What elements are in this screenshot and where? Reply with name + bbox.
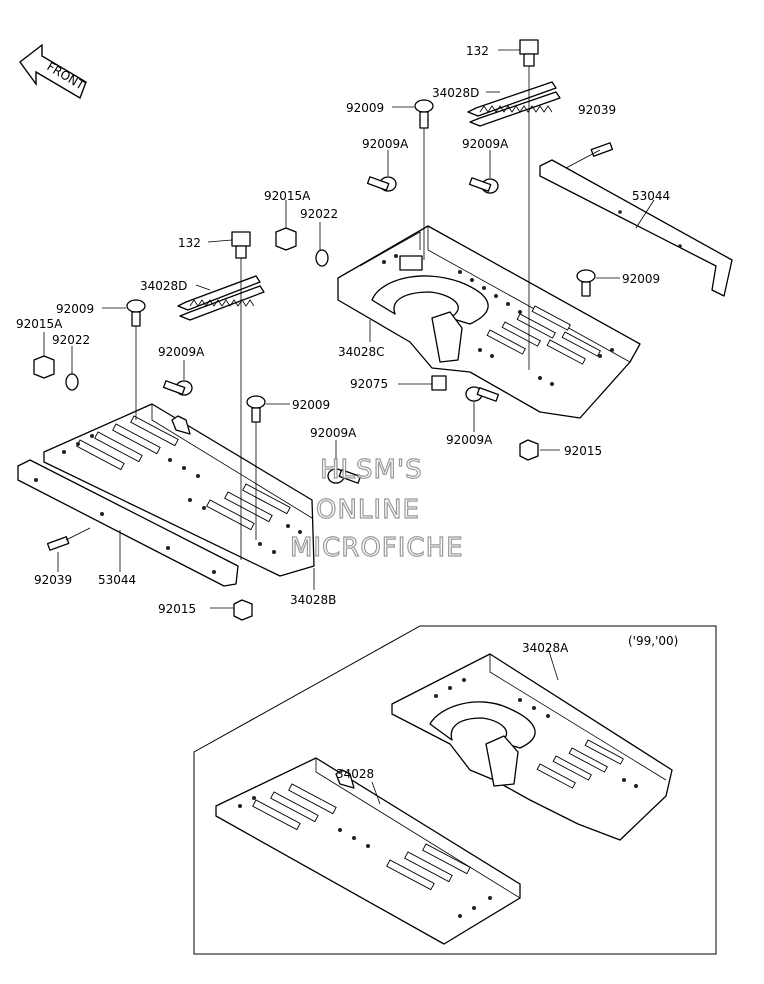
bar-53044-bottom xyxy=(17,459,239,587)
platform-c-holes xyxy=(382,254,614,386)
platform-c-slots xyxy=(486,305,601,365)
floor-board-34028c xyxy=(337,225,641,419)
floor-board-34028a xyxy=(391,653,673,841)
leader-lines xyxy=(43,49,655,805)
bolt-132-mid xyxy=(231,231,251,560)
front-arrow-icon: FRONT xyxy=(19,43,87,100)
watermark: HLSM'S ONLINE MICROFICHE xyxy=(289,454,464,563)
label-34028d-mid: 34028D xyxy=(140,279,187,293)
platform-b-slots xyxy=(76,415,291,531)
label-92009-left: 92009 xyxy=(56,302,94,316)
label-92009a-mid: 92009A xyxy=(158,345,205,359)
label-34028b: 34028B xyxy=(290,593,336,607)
label-34028c: 34028C xyxy=(338,345,385,359)
washer-92022-left xyxy=(65,373,79,391)
floor-board-34028 xyxy=(215,757,521,945)
label-92075: 92075 xyxy=(350,377,388,391)
bolt-92009a-center xyxy=(327,468,362,484)
bolt-92009-center xyxy=(246,395,266,540)
part-labels: 132 34028D 92009 92039 92009A 92009A 530… xyxy=(16,44,678,781)
label-92009a-right-low: 92009A xyxy=(446,433,493,447)
label-92022-left: 92022 xyxy=(52,333,90,347)
platform-holes xyxy=(238,796,492,918)
pin-92039-bottom xyxy=(46,527,91,551)
bolt-92009a-right-low xyxy=(465,386,500,402)
label-92015-bottom: 92015 xyxy=(158,602,196,616)
label-34028: 34028 xyxy=(336,767,374,781)
label-92039-bottom: 92039 xyxy=(34,573,72,587)
label-132-top: 132 xyxy=(466,44,489,58)
platform-b-holes xyxy=(62,434,302,554)
pin-92039-top xyxy=(565,142,614,169)
label-92039-top: 92039 xyxy=(578,103,616,117)
label-34028d-top: 34028D xyxy=(432,86,479,100)
label-92009a-top-left: 92009A xyxy=(362,137,409,151)
watermark-line3: MICROFICHE xyxy=(290,533,464,563)
platform-a-holes xyxy=(434,678,638,788)
label-92022-mid: 92022 xyxy=(300,207,338,221)
label-92009a-center: 92009A xyxy=(310,426,357,440)
bracket-34028d-top xyxy=(467,81,561,127)
bracket-34028d-mid xyxy=(177,275,265,321)
label-92015a-left: 92015A xyxy=(16,317,63,331)
inset-years: ('99,'00) xyxy=(628,634,678,648)
nut-92015-bottom xyxy=(233,599,253,621)
label-34028a: 34028A xyxy=(522,641,569,655)
label-132-mid: 132 xyxy=(178,236,201,250)
label-92009-center: 92009 xyxy=(292,398,330,412)
label-92009-right: 92009 xyxy=(622,272,660,286)
label-92009-top: 92009 xyxy=(346,101,384,115)
bolt-92009-top xyxy=(414,99,434,260)
inset-box xyxy=(193,625,717,955)
label-92015a-mid: 92015A xyxy=(264,189,311,203)
watermark-line2: ONLINE xyxy=(316,495,420,525)
bolt-92009a-top-left xyxy=(366,176,397,192)
collar-92075 xyxy=(431,375,447,391)
bolt-92009a-mid xyxy=(162,380,193,396)
bar-53044-top xyxy=(539,159,733,297)
bolt-92009a-top-right xyxy=(468,177,499,194)
nut-92015a-mid xyxy=(275,227,297,251)
floor-board-34028b xyxy=(43,403,315,577)
platform-slots xyxy=(252,783,471,891)
bolt-92009-right xyxy=(576,269,596,297)
label-53044-top: 53044 xyxy=(632,189,670,203)
label-92009a-top-right: 92009A xyxy=(462,137,509,151)
platform-a-slots xyxy=(536,739,624,789)
bolt-92009-left xyxy=(126,299,146,420)
washer-92022-mid xyxy=(315,249,329,267)
bolt-132-top xyxy=(519,39,539,370)
nut-92015-right xyxy=(519,439,539,461)
label-92015-right: 92015 xyxy=(564,444,602,458)
nut-92015a-left xyxy=(33,355,55,379)
watermark-line1: HLSM'S xyxy=(320,455,423,485)
label-53044-bottom: 53044 xyxy=(98,573,136,587)
